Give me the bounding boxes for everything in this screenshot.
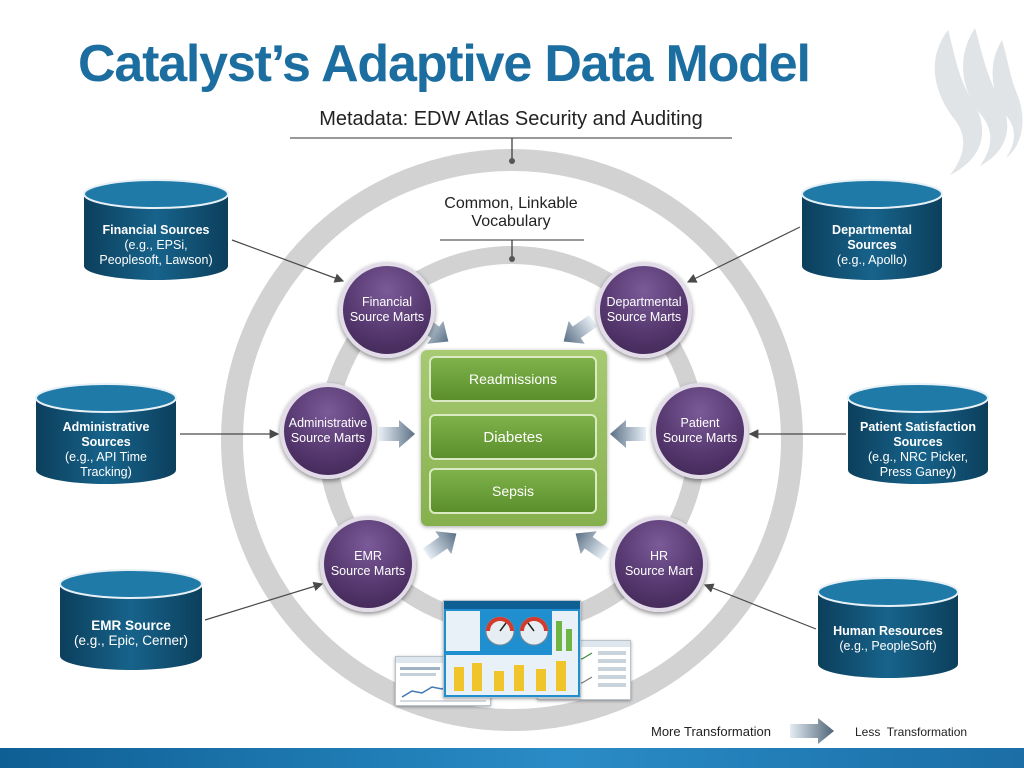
block-arrow-hr — [575, 531, 610, 560]
inner-label-dot — [509, 256, 515, 262]
emr-source-cylinder: EMR Source (e.g., Epic, Cerner) — [56, 568, 206, 672]
departmental-sources-cylinder: Departmental Sources (e.g., Apollo) — [798, 178, 946, 282]
database-cylinder-icon — [35, 383, 177, 484]
connector-emr — [204, 581, 324, 621]
administrative-sources-title-2: Sources — [81, 435, 131, 449]
block-arrow-patient — [610, 420, 646, 448]
administrative-sources-cylinder: Administrative Sources (e.g., API Time T… — [32, 382, 180, 486]
administrative-sources-title-1: Administrative — [62, 420, 150, 434]
administrative-sources-example-1: (e.g., API Time — [65, 450, 147, 464]
departmental-marts-line2: Source Marts — [606, 310, 682, 324]
block-arrow-administrative — [379, 420, 415, 448]
legend-less-transformation: Less Transformation — [855, 725, 968, 739]
emr-source-example-1: (e.g., Epic, Cerner) — [73, 633, 189, 648]
patient-satisfaction-title-2: Sources — [893, 435, 943, 449]
administrative-sources-example-2: Tracking) — [80, 465, 132, 479]
human-resources-text: Human Resources (e.g., PeopleSoft) — [814, 624, 962, 654]
financial-sources-example-1: (e.g., EPSi, — [124, 238, 188, 252]
subject-area-sepsis: Sepsis — [429, 468, 597, 514]
financial-marts-line1: Financial — [361, 295, 413, 309]
database-cylinder-icon — [847, 383, 989, 484]
patient-satisfaction-example-2: Press Ganey) — [879, 465, 957, 479]
emr-source-title: EMR Source — [91, 618, 171, 633]
database-cylinder-icon — [83, 179, 229, 280]
patient-satisfaction-title-1: Patient Satisfaction — [860, 420, 976, 434]
patient-source-marts-circle: Patient Source Marts — [652, 383, 748, 479]
dashboard-thumbnails — [395, 600, 631, 706]
emr-marts-line1: EMR — [354, 549, 382, 563]
administrative-sources-text: Administrative Sources (e.g., API Time T… — [32, 420, 180, 480]
departmental-sources-text: Departmental Sources (e.g., Apollo) — [798, 223, 946, 268]
arrow-right-icon — [790, 718, 834, 744]
patient-marts-line1: Patient — [680, 416, 720, 430]
emr-source-marts-circle: EMR Source Marts — [320, 516, 416, 612]
connector-departmental — [686, 226, 801, 283]
block-arrow-emr — [422, 531, 457, 560]
connector-hr — [703, 583, 817, 630]
block-arrow-departmental — [563, 315, 598, 344]
flame-logo-icon — [934, 28, 1023, 175]
hr-mart-line2: Source Mart — [624, 564, 694, 578]
financial-sources-title: Financial Sources — [102, 223, 210, 237]
emr-marts-line2: Source Marts — [330, 564, 406, 578]
dashboard-thumbnail-center-graphic — [444, 601, 580, 697]
patient-marts-line2: Source Marts — [662, 431, 738, 445]
database-cylinder-icon — [59, 569, 203, 670]
human-resources-example-1: (e.g., PeopleSoft) — [839, 639, 937, 653]
subject-areas-panel: Readmissions Diabetes Sepsis — [421, 350, 607, 526]
departmental-source-marts-circle: Departmental Source Marts — [596, 262, 692, 358]
patient-satisfaction-sources-text: Patient Satisfaction Sources (e.g., NRC … — [844, 420, 992, 480]
inner-ring-label-line1: Common, Linkable — [444, 195, 578, 212]
departmental-marts-line1: Departmental — [606, 295, 682, 309]
financial-marts-line2: Source Marts — [349, 310, 425, 324]
database-cylinder-icon — [801, 179, 943, 280]
dashboard-thumbnail-center — [443, 600, 581, 698]
slide-title: Catalyst’s Adaptive Data Model — [78, 35, 811, 93]
patient-satisfaction-example-1: (e.g., NRC Picker, — [867, 450, 969, 464]
financial-sources-example-2: Peoplesoft, Lawson) — [99, 253, 213, 267]
human-resources-title: Human Resources — [833, 624, 943, 638]
financial-sources-text: Financial Sources (e.g., EPSi, Peoplesof… — [80, 223, 232, 268]
hr-mart-line1: HR — [649, 549, 669, 563]
inner-ring-label: Common, Linkable Vocabulary — [420, 195, 602, 231]
administrative-marts-line1: Administrative — [288, 416, 368, 430]
departmental-sources-example-1: (e.g., Apollo) — [836, 253, 908, 267]
subject-area-readmissions: Readmissions — [429, 356, 597, 402]
subject-area-diabetes: Diabetes — [429, 414, 597, 460]
administrative-marts-line2: Source Marts — [290, 431, 366, 445]
legend-more-transformation: More Transformation — [651, 724, 771, 739]
financial-source-marts-circle: Financial Source Marts — [339, 262, 435, 358]
patient-satisfaction-sources-cylinder: Patient Satisfaction Sources (e.g., NRC … — [844, 382, 992, 486]
inner-ring-label-line2: Vocabulary — [471, 213, 551, 230]
administrative-source-marts-circle: Administrative Source Marts — [280, 383, 376, 479]
hr-source-mart-circle: HR Source Mart — [611, 516, 707, 612]
connector-financial — [231, 239, 345, 283]
outer-ring-label: Metadata: EDW Atlas Security and Auditin… — [319, 108, 703, 130]
database-cylinder-icon — [817, 577, 959, 678]
human-resources-cylinder: Human Resources (e.g., PeopleSoft) — [814, 576, 962, 680]
departmental-sources-title-1: Departmental — [832, 223, 912, 237]
outer-label-dot — [509, 158, 515, 164]
financial-sources-cylinder: Financial Sources (e.g., EPSi, Peoplesof… — [80, 178, 232, 282]
emr-source-text: EMR Source (e.g., Epic, Cerner) — [56, 618, 206, 648]
footer-bar — [0, 748, 1024, 768]
departmental-sources-title-2: Sources — [847, 238, 897, 252]
